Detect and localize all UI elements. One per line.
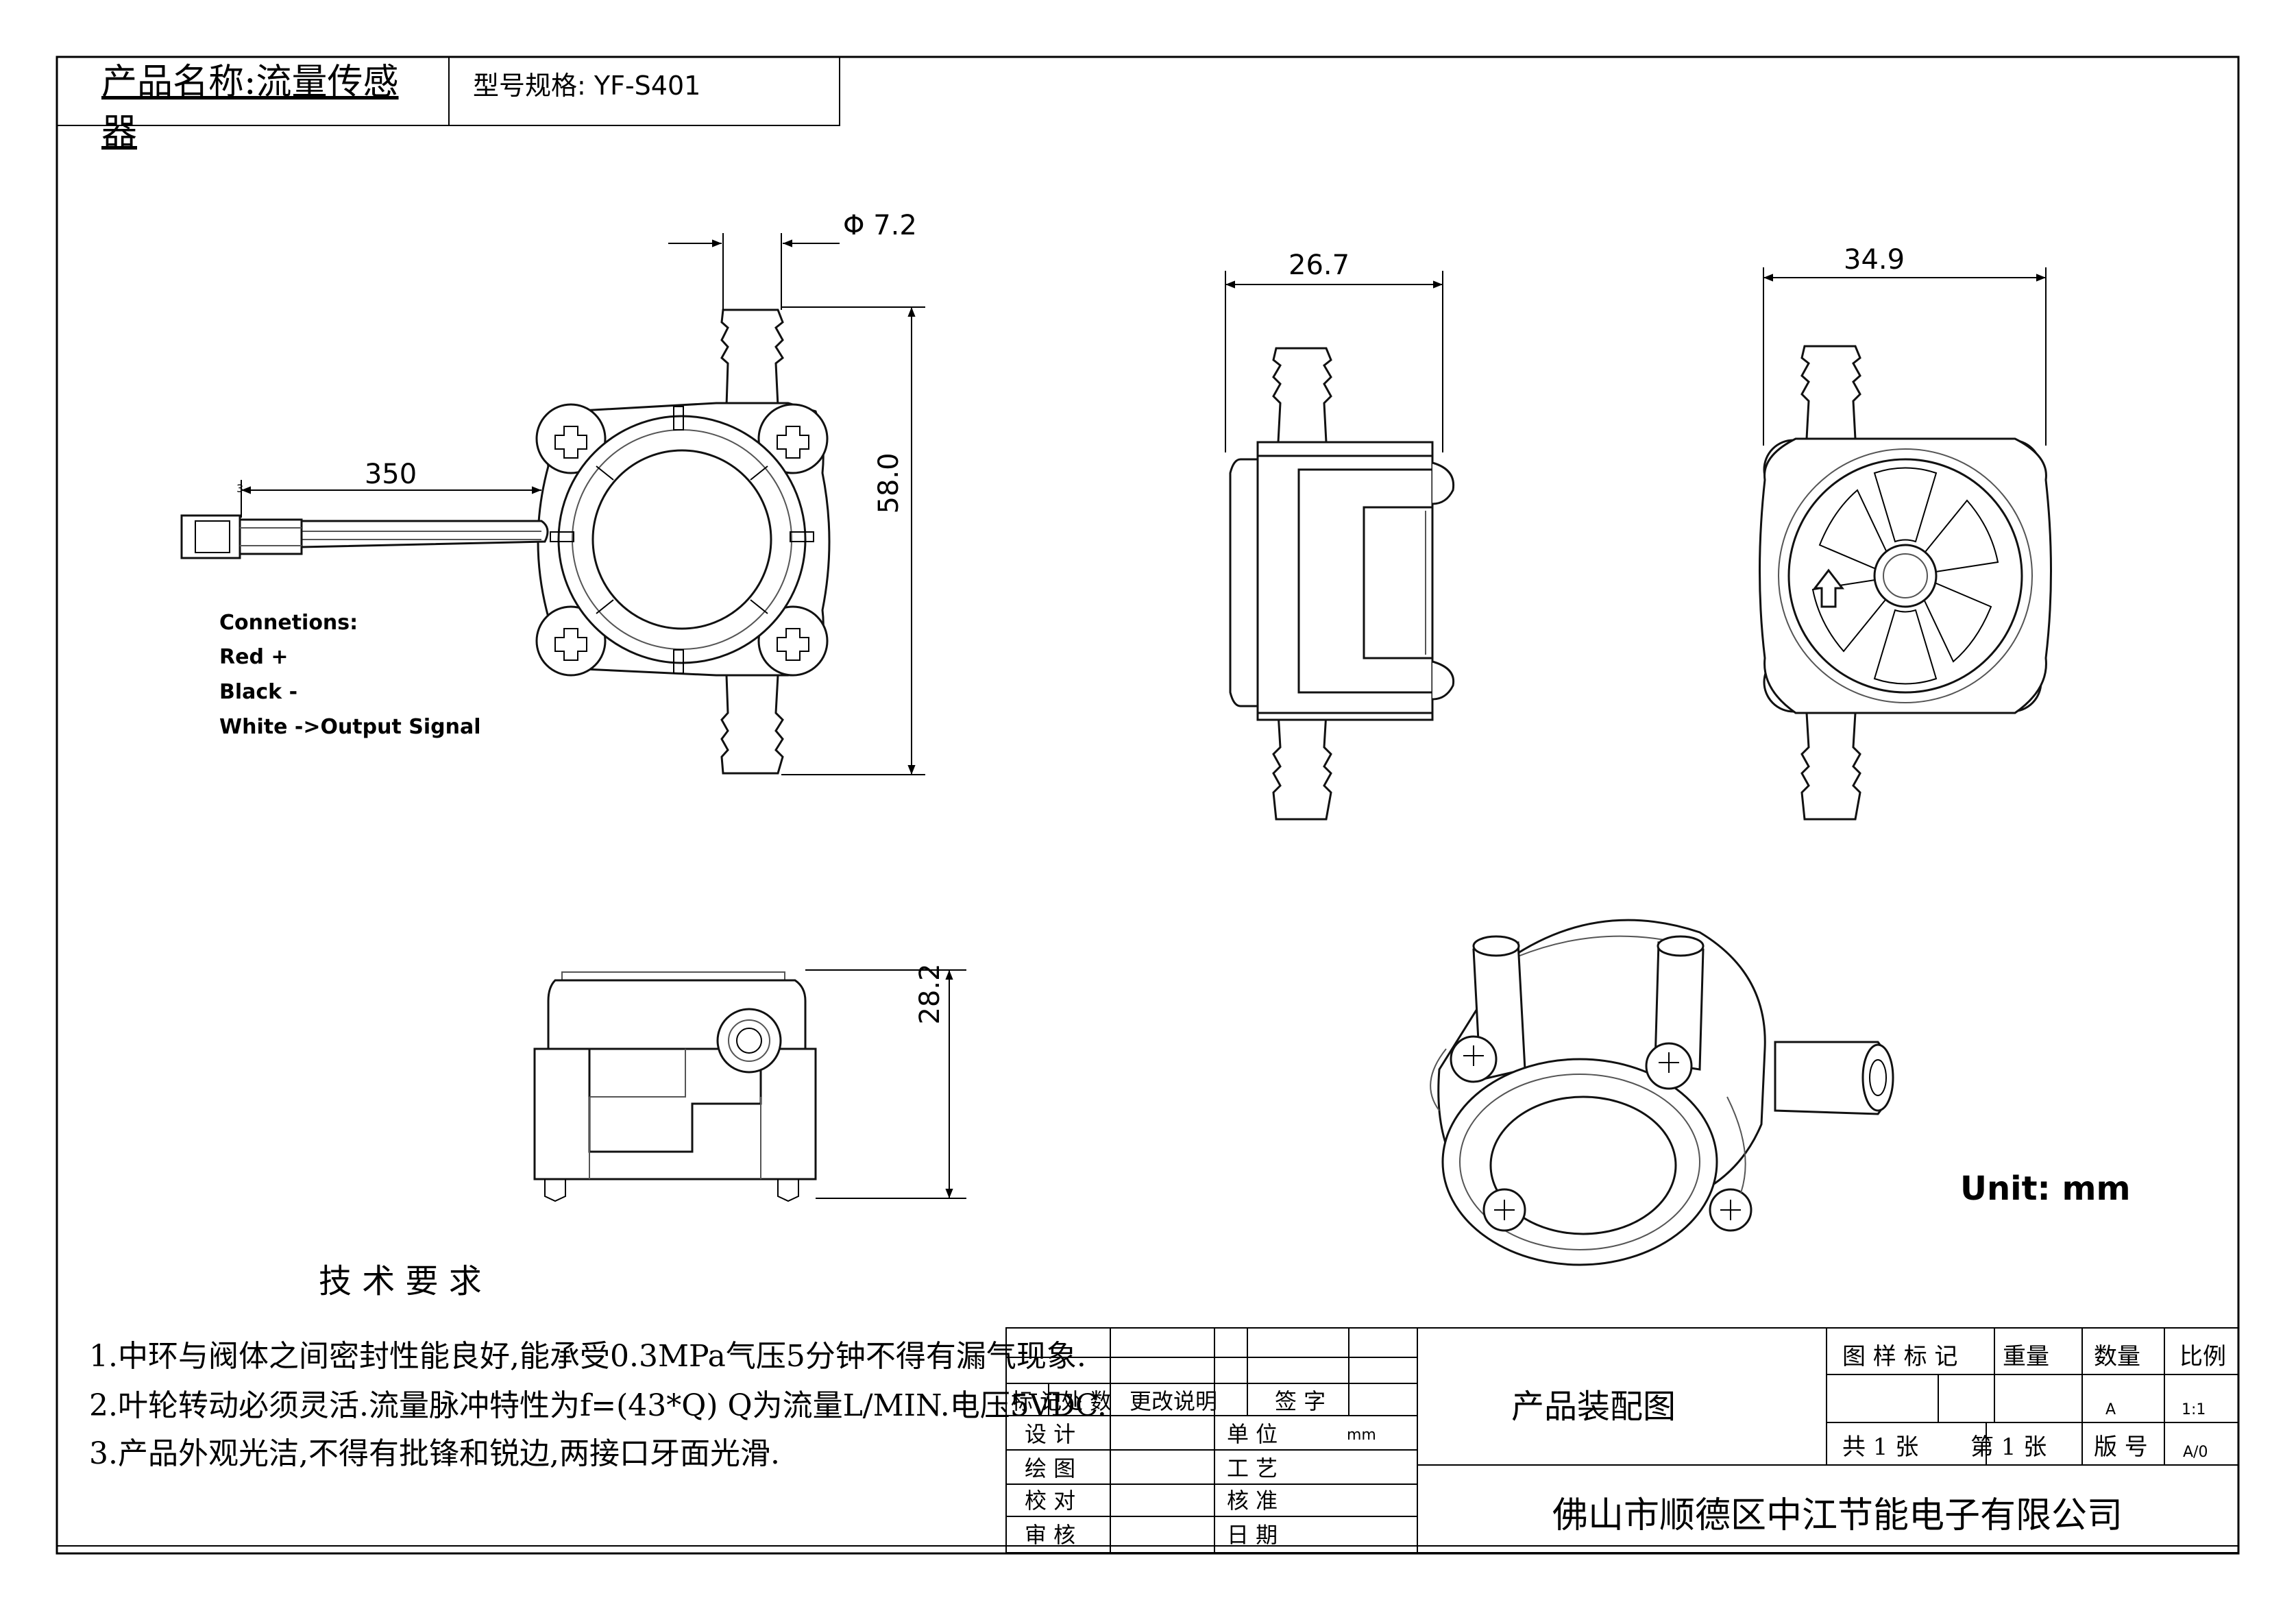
back-view	[1759, 345, 2052, 821]
sample-mark-label: 图 样 标 记	[1842, 1343, 1957, 1370]
drawing-frame	[56, 56, 2240, 1555]
col-mark: 标 记	[1011, 1388, 1062, 1414]
process-label: 工 艺	[1227, 1455, 1278, 1481]
bottom-view	[533, 971, 817, 1202]
company-name: 佛山市顺德区中江节能电子有限公司	[1552, 1495, 2123, 1536]
scale-value: 1:1	[2182, 1401, 2206, 1418]
mark-value: A	[2105, 1401, 2116, 1418]
tech-title: 技 术 要 求	[319, 1262, 482, 1300]
check-label: 校 对	[1025, 1488, 1075, 1514]
unit-field-value: mm	[1347, 1427, 1376, 1444]
date-label: 日 期	[1227, 1522, 1278, 1548]
wire-length-dimension: 350	[365, 459, 417, 490]
back-width-dimension: 34.9	[1844, 244, 1905, 276]
side-dimensions: 26.7	[1225, 250, 1443, 452]
height-dimension: 58.0	[873, 452, 905, 513]
weight-label: 重量	[2003, 1343, 2049, 1370]
title-block: 标 记 处 数 更改说明 签 字 设 计 绘 图 校 对 审 核 单 位 mm …	[1005, 1327, 2239, 1553]
col-change: 更改说明	[1129, 1388, 1217, 1414]
quantity-label: 数量	[2094, 1343, 2140, 1370]
tech-item-1: 1.中环与阀体之间密封性能良好,能承受0.3MPa气压5分钟不得有漏气现象.	[89, 1339, 1086, 1374]
tech-item-3: 3.产品外观光洁,不得有批锋和锐边,两接口牙面光滑.	[89, 1436, 780, 1471]
back-dimensions: 34.9	[1763, 244, 2047, 446]
connection-black: Black -	[219, 680, 297, 704]
header-block: 产品名称:流量传感 器 型号规格: YF-S401	[56, 56, 840, 153]
diameter-dimension: Φ 7.2	[843, 210, 917, 241]
connection-white: White ->Output Signal	[219, 715, 481, 739]
side-width-dimension: 26.7	[1289, 250, 1349, 281]
side-view	[1229, 347, 1455, 821]
connection-red: Red +	[219, 645, 289, 669]
tech-item-2: 2.叶轮转动必须灵活.流量脉冲特性为f=(43*Q) Q为流量L/MIN.电压5…	[89, 1388, 1107, 1423]
model-label: 型号规格: YF-S401	[473, 71, 700, 101]
pin-number: 3	[236, 482, 243, 495]
unit-label: Unit: mm	[1960, 1170, 2130, 1208]
version-label: 版 号	[2094, 1433, 2148, 1461]
total-sheets: 共 1 张	[1842, 1433, 1918, 1461]
front-dimensions: Φ 7.2 58.0 350 3	[236, 210, 925, 775]
draw-label: 绘 图	[1025, 1455, 1075, 1481]
drawing-title: 产品装配图	[1511, 1388, 1676, 1426]
front-view	[180, 308, 831, 775]
isometric-view	[1430, 919, 1894, 1266]
scale-label: 比例	[2179, 1343, 2226, 1370]
col-count: 处 数	[1061, 1388, 1112, 1414]
connections-legend: Connetions: Red + Black - White ->Output…	[219, 611, 481, 739]
version-value: A/0	[2183, 1444, 2208, 1461]
sheet-number: 第 1 张	[1970, 1433, 2047, 1461]
design-label: 设 计	[1025, 1421, 1075, 1447]
review-label: 审 核	[1025, 1522, 1075, 1548]
product-name-label: 产品名称:流量传感	[101, 62, 399, 103]
unit-field-label: 单 位	[1227, 1421, 1278, 1447]
connections-title: Connetions:	[219, 611, 358, 635]
technical-requirements: 技 术 要 求 1.中环与阀体之间密封性能良好,能承受0.3MPa气压5分钟不得…	[89, 1262, 1107, 1471]
approve-label: 核 准	[1227, 1488, 1278, 1514]
col-sign: 签 字	[1275, 1388, 1326, 1414]
bottom-dimensions: 28.2	[805, 963, 966, 1199]
bottom-height-dimension: 28.2	[914, 963, 946, 1024]
product-name-continuation: 器	[101, 112, 137, 153]
